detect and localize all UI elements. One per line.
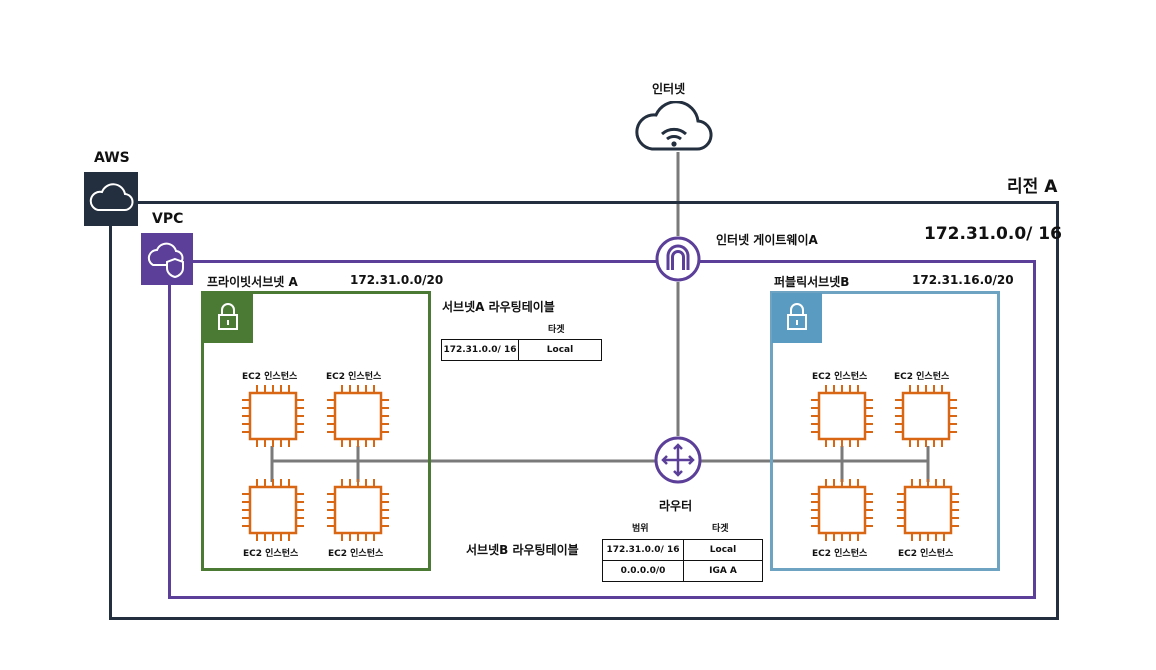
table-row: 172.31.0.0/ 16 Local — [602, 539, 763, 561]
ec2-label: EC2 인스턴스 — [243, 549, 299, 559]
route-table-b-range-header: 범위 — [632, 524, 649, 534]
route-table-a: 172.31.0.0/ 16 Local — [441, 339, 602, 361]
ec2-instance-icon — [326, 384, 390, 448]
internet-label: 인터넷 — [652, 82, 686, 96]
lock-icon — [787, 303, 807, 330]
ec2-instance-icon — [810, 478, 874, 542]
router-icon — [654, 436, 702, 484]
ec2-label: EC2 인스턴스 — [326, 372, 382, 382]
ec2-instance-icon — [810, 384, 874, 448]
region-label: 리전 A — [1007, 177, 1058, 197]
private-subnet-cidr: 172.31.0.0/20 — [350, 273, 444, 287]
vpc-label: VPC — [152, 211, 184, 227]
route-target-cell: IGA A — [683, 560, 763, 582]
ec2-instance-icon — [894, 384, 958, 448]
route-table-b: 172.31.0.0/ 16 Local 0.0.0.0/0 IGA A — [602, 539, 763, 582]
public-subnet-label: 퍼블릭서브넷B — [774, 275, 850, 289]
route-table-b-target-header: 타겟 — [712, 524, 729, 534]
private-subnet-label: 프라이빗서브넷 A — [207, 275, 298, 289]
ec2-label: EC2 인스턴스 — [812, 549, 868, 559]
lock-icon — [218, 303, 238, 330]
vpc-cloud-shield-icon — [147, 242, 184, 279]
ec2-instance-icon — [241, 478, 305, 542]
ec2-label: EC2 인스턴스 — [812, 372, 868, 382]
route-range-cell: 0.0.0.0/0 — [602, 560, 684, 582]
ec2-instance-icon — [241, 384, 305, 448]
route-range-cell: 172.31.0.0/ 16 — [602, 539, 684, 561]
igw-label: 인터넷 게이트웨이A — [716, 233, 818, 247]
route-target-cell: Local — [518, 339, 602, 361]
ec2-instance-icon — [326, 478, 390, 542]
internet-cloud-icon — [635, 101, 713, 151]
aws-label: AWS — [94, 150, 130, 166]
private-subnet-container — [201, 291, 431, 571]
route-table-b-title: 서브넷B 라우팅테이블 — [466, 543, 579, 557]
public-subnet-container — [770, 291, 1000, 571]
table-row: 0.0.0.0/0 IGA A — [602, 560, 763, 582]
router-label: 라우터 — [659, 499, 693, 513]
vpc-cidr: 172.31.0.0/ 16 — [924, 224, 1062, 244]
internet-gateway-icon — [655, 236, 701, 282]
route-range-cell: 172.31.0.0/ 16 — [441, 339, 519, 361]
aws-cloud-icon — [89, 183, 134, 211]
vpc-container — [168, 260, 1036, 599]
public-subnet-badge — [772, 293, 822, 343]
route-table-a-target-header: 타겟 — [548, 325, 565, 335]
region-container — [109, 201, 1059, 620]
ec2-instance-icon — [896, 478, 960, 542]
table-row: 172.31.0.0/ 16 Local — [441, 339, 602, 361]
aws-cloud-badge — [84, 172, 138, 226]
private-subnet-badge — [203, 293, 253, 343]
vpc-badge — [141, 233, 193, 285]
public-subnet-cidr: 172.31.16.0/20 — [912, 273, 1014, 287]
ec2-label: EC2 인스턴스 — [898, 549, 954, 559]
route-target-cell: Local — [683, 539, 763, 561]
ec2-label: EC2 인스턴스 — [328, 549, 384, 559]
ec2-label: EC2 인스턴스 — [242, 372, 298, 382]
route-table-a-title: 서브넷A 라우팅테이블 — [442, 300, 555, 314]
ec2-label: EC2 인스턴스 — [894, 372, 950, 382]
